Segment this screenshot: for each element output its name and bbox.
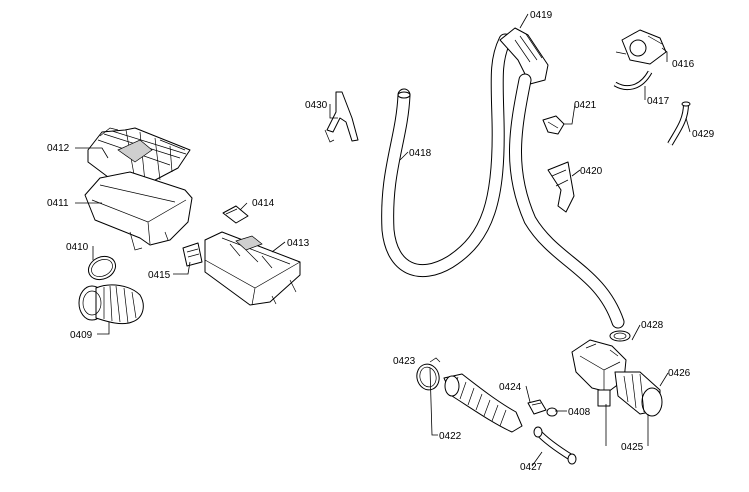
label-0429: 0429 — [692, 129, 715, 140]
label-0430: 0430 — [305, 100, 328, 111]
part-0422-corrugated-hose — [443, 373, 523, 433]
label-0410: 0410 — [66, 242, 89, 253]
label-0416: 0416 — [672, 59, 695, 70]
part-0428-ring — [609, 330, 631, 342]
label-0412: 0412 — [47, 143, 70, 154]
part-0416-valve — [615, 29, 667, 65]
part-0414-cap — [222, 205, 249, 224]
leader-lines — [75, 13, 691, 467]
part-0430-bracket — [324, 91, 359, 143]
label-0413: 0413 — [287, 238, 310, 249]
part-0424-clip — [527, 399, 547, 415]
label-0419: 0419 — [530, 10, 553, 21]
label-0414: 0414 — [252, 198, 275, 209]
part-0429-tube — [667, 101, 691, 146]
part-0421-clamp — [542, 115, 565, 135]
label-0421: 0421 — [574, 100, 597, 111]
label-0408: 0408 — [568, 407, 591, 418]
label-0423: 0423 — [393, 356, 416, 367]
part-0419-hose-head — [499, 27, 549, 85]
label-0424: 0424 — [499, 382, 522, 393]
part-0420-hose-guard — [547, 161, 575, 213]
part-0412-drawer-top-cover — [87, 127, 191, 189]
label-0415: 0415 — [148, 270, 171, 281]
part-0411-drawer-housing — [84, 171, 193, 251]
part-0426-pump-filter — [614, 371, 663, 417]
part-0413-drawer-tray — [204, 231, 301, 306]
label-0420: 0420 — [580, 166, 603, 177]
label-0418: 0418 — [409, 148, 432, 159]
part-0408-small-ring — [546, 407, 558, 417]
label-0411: 0411 — [47, 198, 69, 209]
part-0418-fill-hose — [381, 33, 512, 277]
part-0415-clip — [182, 242, 203, 267]
label-0426: 0426 — [668, 368, 691, 379]
label-0409: 0409 — [70, 330, 93, 341]
label-0417: 0417 — [647, 96, 670, 107]
label-0422: 0422 — [439, 431, 462, 442]
part-0427-small-hose — [533, 426, 577, 465]
label-0428: 0428 — [641, 320, 664, 331]
part-drain-hose — [509, 73, 625, 329]
label-0425: 0425 — [621, 442, 644, 453]
part-0409-elbow-bellows — [78, 284, 144, 325]
part-0417-tube — [613, 70, 653, 91]
part-0423-hose-clamp — [416, 357, 441, 391]
label-0427: 0427 — [520, 462, 543, 473]
part-0410-seal-ring — [87, 255, 117, 281]
